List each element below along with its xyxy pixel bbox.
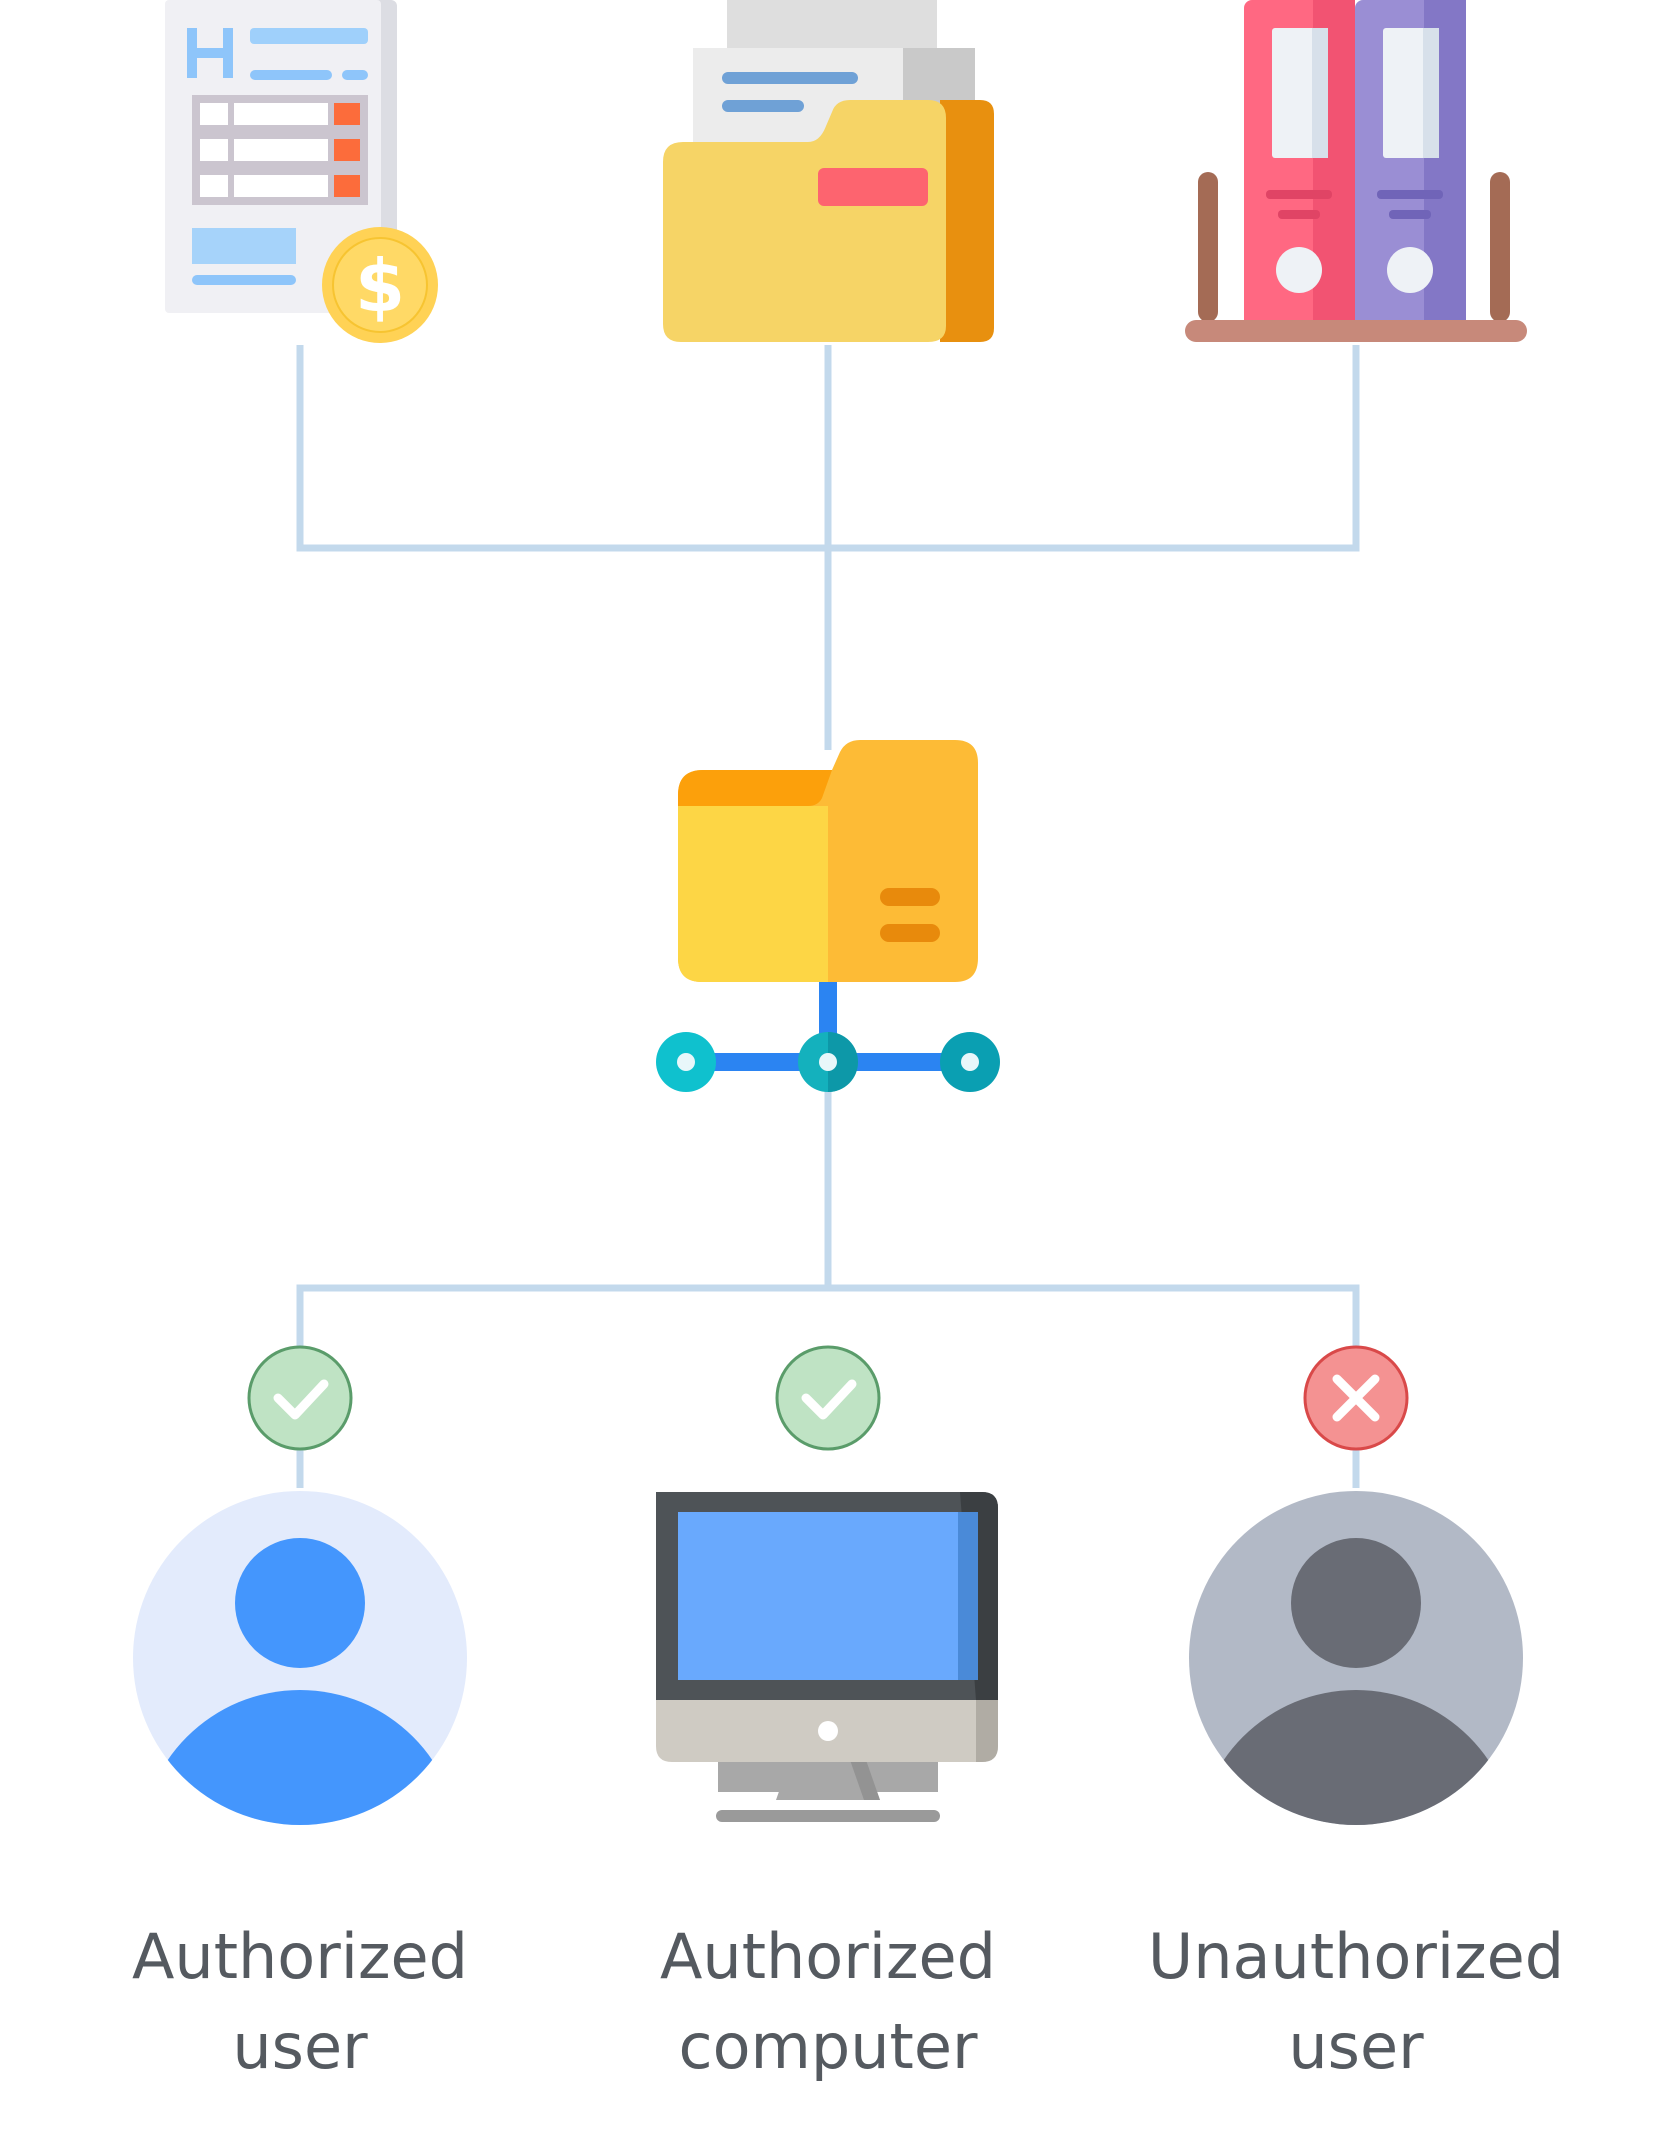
check-icon xyxy=(273,1379,329,1420)
binders-shelf-icon xyxy=(1185,0,1527,342)
authorized-user-avatar-icon xyxy=(133,1491,467,1825)
network-shared-folder-icon xyxy=(656,740,1000,1092)
invoice-document-icon: $ xyxy=(165,0,438,343)
label-line-2: computer xyxy=(678,2010,978,2083)
status-badge-authorized-user xyxy=(247,1345,353,1451)
label-line-1: Authorized xyxy=(131,1920,468,1993)
desktop-computer-icon xyxy=(656,1492,998,1822)
label-unauthorized-user: Unauthorized user xyxy=(1096,1912,1616,2092)
documents-folder-icon xyxy=(663,0,994,342)
label-line-2: user xyxy=(232,2010,368,2083)
status-badge-unauthorized-user xyxy=(1303,1345,1409,1451)
dollar-icon: $ xyxy=(355,244,405,328)
status-badge-authorized-computer xyxy=(775,1345,881,1451)
label-line-1: Unauthorized xyxy=(1147,1920,1565,1993)
cross-icon xyxy=(1332,1374,1380,1422)
label-authorized-user: Authorized user xyxy=(40,1912,560,2092)
label-line-1: Authorized xyxy=(659,1920,996,1993)
check-icon xyxy=(801,1379,857,1420)
unauthorized-user-avatar-icon xyxy=(1189,1491,1523,1825)
top-connector xyxy=(296,345,1360,750)
label-line-2: user xyxy=(1288,2010,1424,2083)
label-authorized-computer: Authorized computer xyxy=(568,1912,1088,2092)
